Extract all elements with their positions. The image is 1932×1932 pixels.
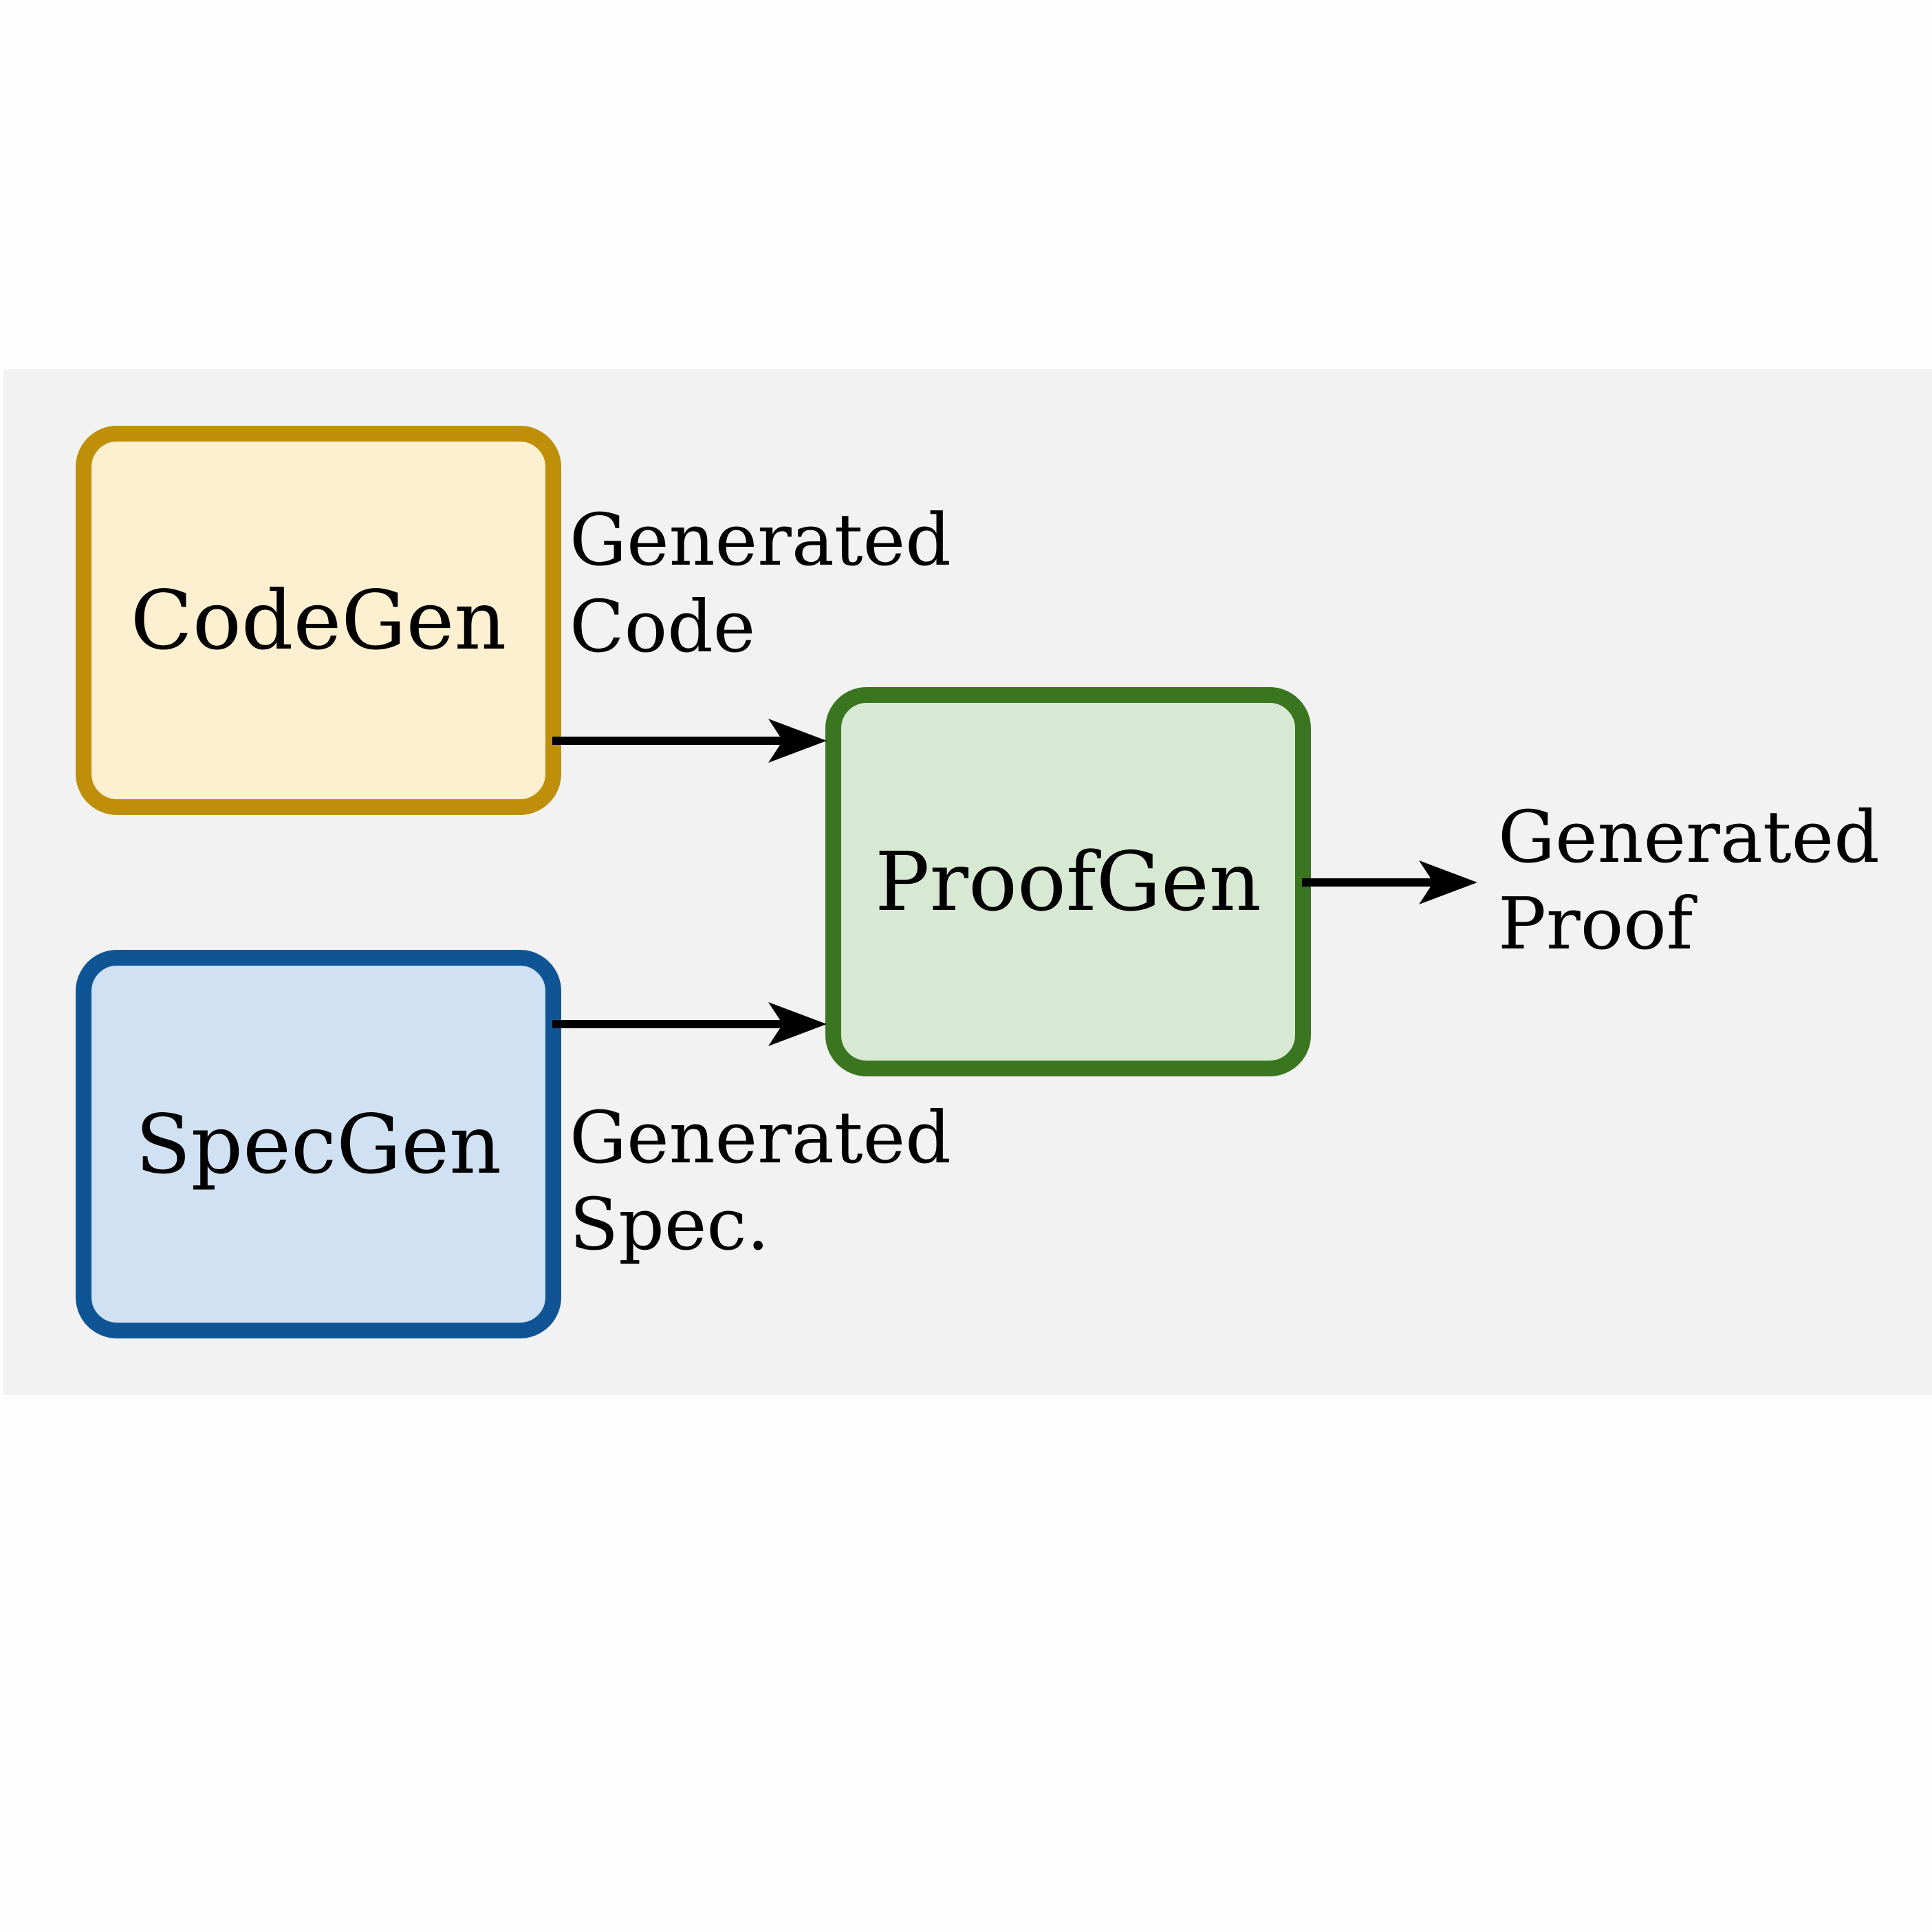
generated-proof-label: Generated Proof — [1498, 794, 1880, 967]
generated-code-label-line2: Code — [569, 585, 756, 669]
generated-code-label-line1: Generated — [569, 498, 951, 582]
codegen-label: CodeGen — [130, 573, 507, 668]
generated-spec-label-line1: Generated — [569, 1096, 951, 1180]
generated-spec-label: Generated Spec. — [569, 1094, 951, 1268]
generated-code-label: Generated Code — [569, 497, 951, 670]
generated-proof-label-line2: Proof — [1498, 882, 1693, 966]
codegen-node: CodeGen — [76, 426, 561, 815]
specgen-label: SpecGen — [135, 1096, 502, 1192]
proofgen-label: ProofGen — [875, 834, 1261, 929]
specgen-node: SpecGen — [76, 950, 561, 1338]
generated-proof-label-line1: Generated — [1498, 795, 1880, 879]
generated-spec-label-line2: Spec. — [569, 1182, 770, 1266]
proofgen-node: ProofGen — [825, 687, 1311, 1076]
